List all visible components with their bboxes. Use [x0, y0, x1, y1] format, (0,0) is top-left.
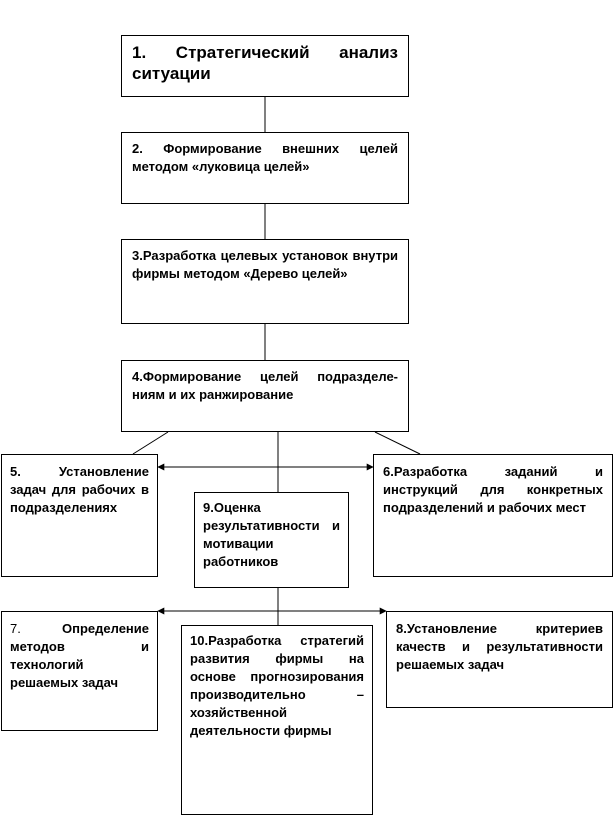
step-1-strategic-analysis: 1. Стратегический анализ ситуации [121, 35, 409, 97]
step-6-assignments-instructions: 6.Разработка заданий и инструкций для ко… [373, 454, 613, 577]
step-number: 9. [203, 500, 214, 515]
step-4-division-goals: 4.Формирование целей подразделе-ниям и и… [121, 360, 409, 432]
step-8-quality-criteria: 8.Установление критериев качеств и резул… [386, 611, 613, 708]
step-text: Стратегический анализ ситуации [132, 43, 398, 83]
connector-4-6 [374, 431, 421, 455]
step-number: 7. [10, 621, 21, 636]
step-text: Формирование внешних целей методом «луко… [132, 141, 398, 174]
step-number: 2. [132, 141, 143, 156]
step-number: 6. [383, 464, 394, 479]
step-9-performance-evaluation: 9.Оценка результативности и мотивации ра… [194, 492, 349, 588]
step-number: 4. [132, 369, 143, 384]
step-2-external-goals: 2. Формирование внешних целей методом «л… [121, 132, 409, 204]
connector-4-5 [132, 431, 169, 455]
step-10-development-strategies: 10.Разработка стратегий развития фирмы н… [181, 625, 373, 815]
step-number: 8. [396, 621, 407, 636]
step-5-worker-tasks: 5. Установление задач для рабочих в подр… [1, 454, 158, 577]
step-text: Определение методов и технологий решаемы… [10, 621, 149, 690]
step-text: Разработка целевых установок внутри фирм… [132, 248, 398, 281]
step-text: Оценка результативности и мотивации рабо… [203, 500, 340, 569]
step-number: 1. [132, 43, 147, 62]
step-text: Разработка заданий и инструкций для конк… [383, 464, 603, 515]
step-text: Разработка стратегий развития фирмы на о… [190, 633, 364, 738]
step-7-methods-technologies: 7. Определение методов и технологий реша… [1, 611, 158, 731]
step-number: 3. [132, 248, 143, 263]
step-text: Установление критериев качеств и результ… [396, 621, 603, 672]
step-number: 5. [10, 464, 21, 479]
step-text: Установление задач для рабочих в подразд… [10, 464, 149, 515]
step-number: 10. [190, 633, 209, 648]
step-text: Формирование целей подразделе-ниям и их … [132, 369, 398, 402]
step-3-goal-tree: 3.Разработка целевых установок внутри фи… [121, 239, 409, 324]
